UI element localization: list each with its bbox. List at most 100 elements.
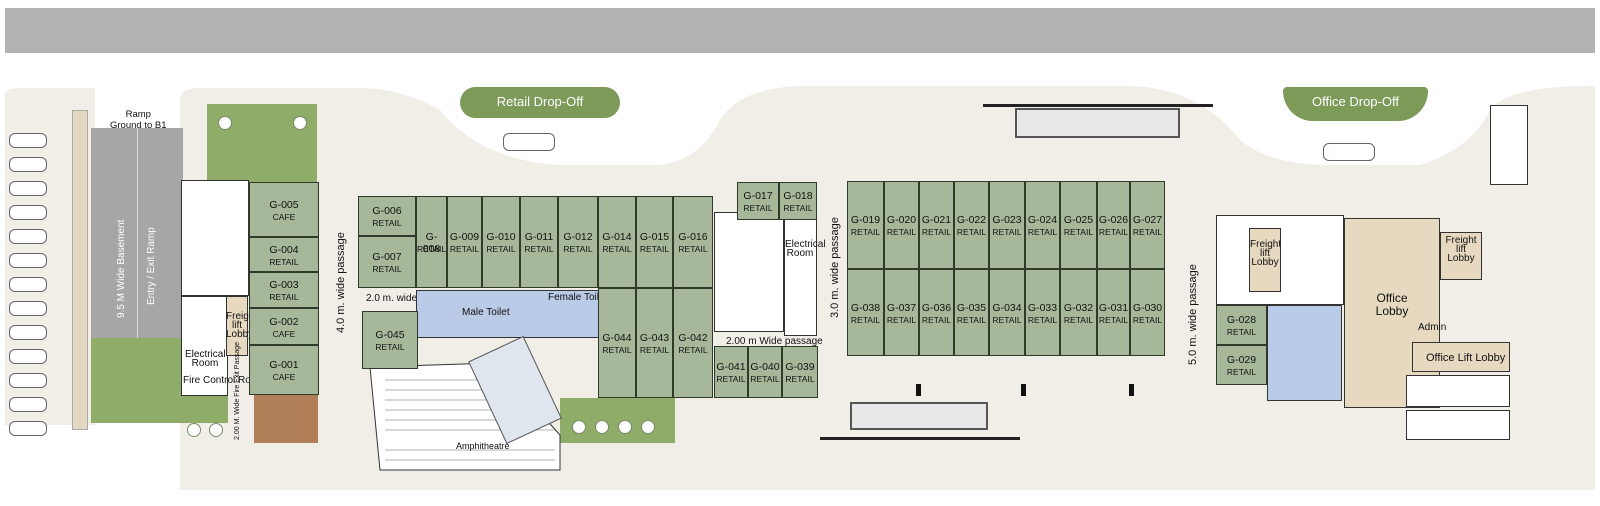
unit-code: G-015 [639,231,670,243]
parked-car-icon [9,325,47,340]
unit-code: G-026 [1098,214,1129,226]
unit-code: G-016 [678,231,708,243]
south-escalator-canopy [820,437,1020,440]
electrical-room2-label: Electrical Room [785,239,826,259]
pillar [916,384,921,396]
pillar [1129,384,1134,396]
unit-type: RETAIL [1027,227,1058,237]
mid-toilets [416,290,602,338]
parked-car-icon [9,157,47,172]
unit-type: RETAIL [524,244,554,254]
north-escalator [1015,108,1180,138]
office-freight-lobby [1249,228,1281,292]
unit-code: G-033 [1027,301,1058,314]
office-dropoff-label: Office Drop-Off [1283,87,1428,121]
unit-type: RETAIL [372,264,402,274]
unit-code: G-006 [372,205,402,217]
office-toilets [1267,305,1342,401]
female-toilet-label: Female Toilet [548,292,608,303]
parked-car-icon [9,349,47,364]
unit-type: RETAIL [1226,367,1257,377]
unit-code: G-045 [375,329,405,341]
unit-type: RETAIL [956,227,987,237]
parked-car-icon [9,253,47,268]
unit-type: RETAIL [921,314,952,325]
parked-car-icon [9,373,47,388]
unit-type: RETAIL [850,314,881,325]
unit-code: G-014 [602,231,632,243]
unit-type: RETAIL [992,227,1022,237]
passage-3m-label: 3.0 m. wide passage [829,217,841,318]
passage-4m-label: 4.0 m. wide passage [335,232,347,333]
unit-code: G-041 [716,361,746,373]
ramp-divider [137,128,138,338]
unit-type: RETAIL [486,244,516,254]
unit-code: G-001 [269,359,299,371]
unit-code: G-021 [921,214,952,226]
electrical-room-label: Electrical Room [185,349,226,369]
office-freight2-label: Freight lift Lobby [1445,235,1477,264]
unit-type: RETAIL [1063,227,1094,237]
unit-type: RETAIL [269,292,299,302]
unit-code: G-031 [1098,301,1129,314]
unit-code: G-019 [850,214,881,226]
fire-exit-label: 2.00 M. Wide Fire Exit Passage [234,341,241,440]
entry-exit-label: Entry / Exit Ramp [146,227,157,305]
unit-type: RETAIL [639,345,670,355]
unit-code: G-018 [783,190,813,202]
unit-type: RETAIL [678,244,708,254]
office-lift-lobby [1412,342,1510,372]
parked-car-icon [9,229,47,244]
parked-car-icon [9,397,47,412]
planter-strip [72,110,88,430]
admin-label: Admin [1418,322,1447,333]
pillar [1021,384,1026,396]
unit-type: RETAIL [783,203,813,213]
unit-code: G-038 [850,301,881,314]
